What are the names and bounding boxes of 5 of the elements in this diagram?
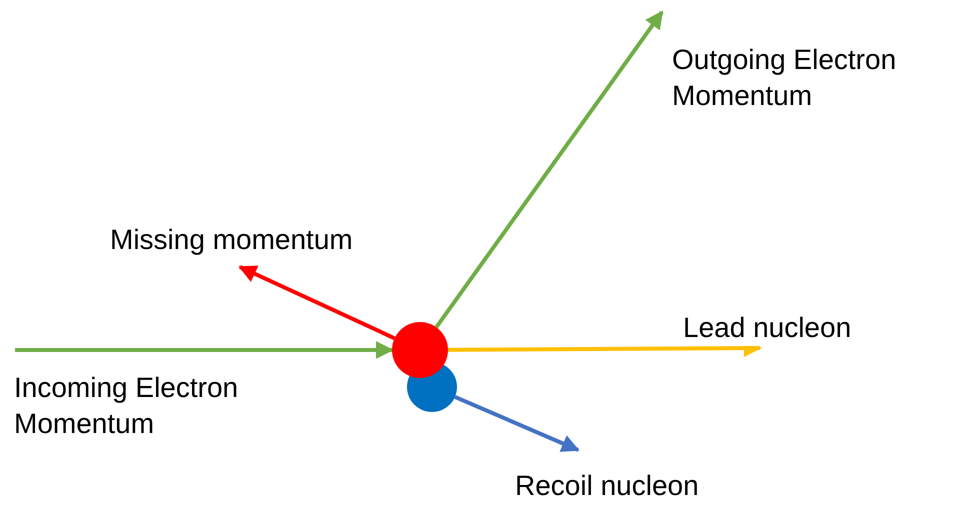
particle-circle	[392, 322, 448, 378]
arrow	[434, 10, 664, 328]
arrow	[238, 265, 396, 340]
arrow	[454, 395, 580, 452]
arrow	[15, 341, 394, 359]
